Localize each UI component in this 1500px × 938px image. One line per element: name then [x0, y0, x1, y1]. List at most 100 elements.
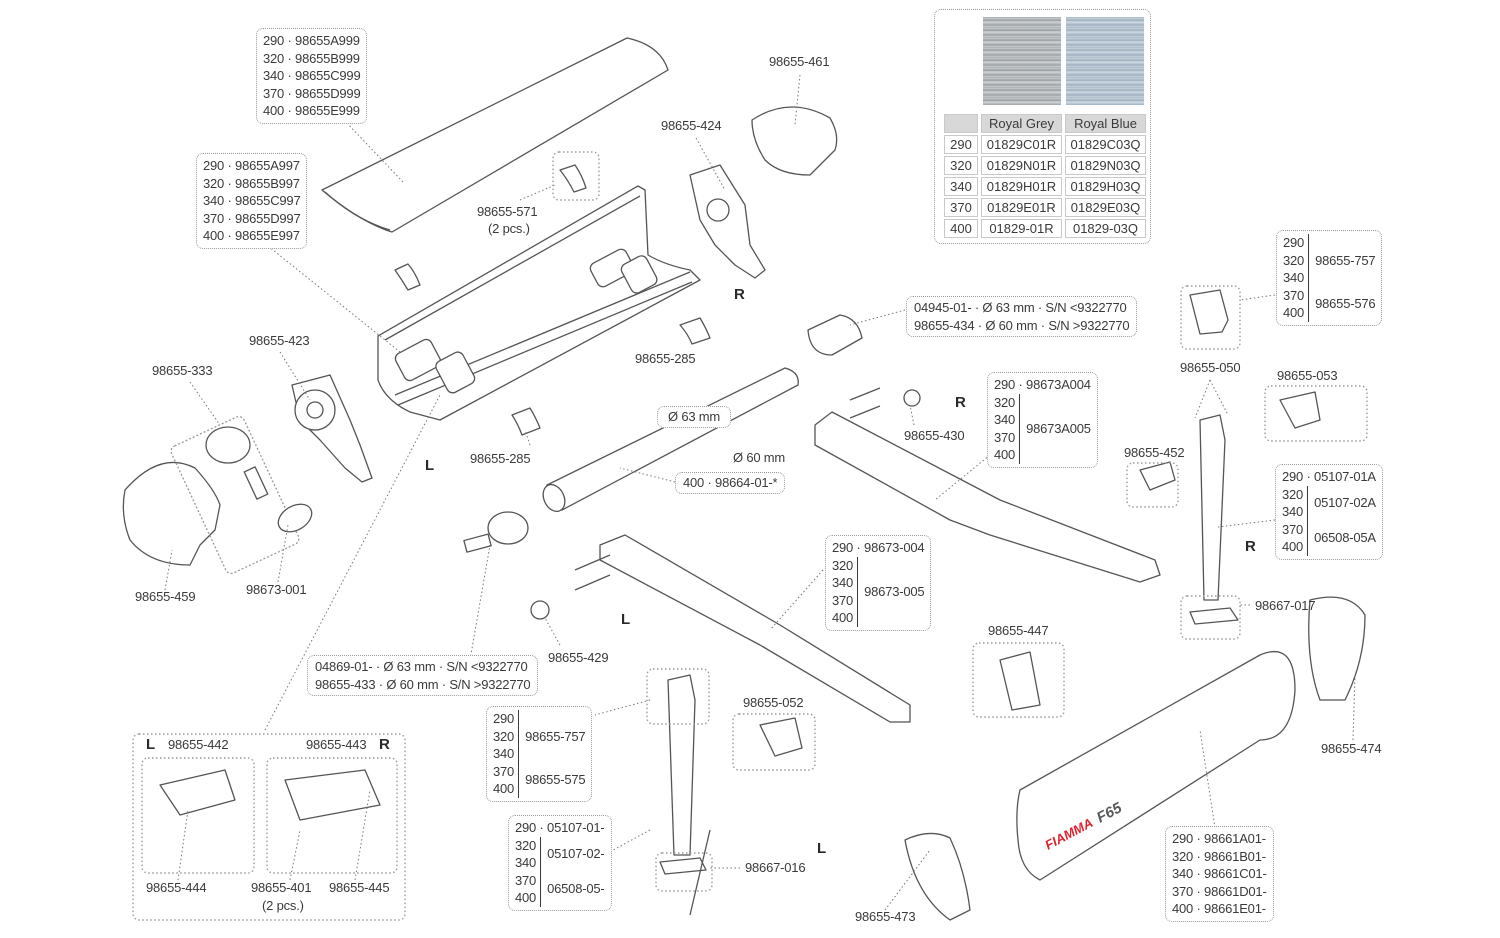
group-code: 98655-576: [1315, 296, 1376, 312]
left-cap-part: [122, 461, 221, 566]
royal-grey-code: 01829C01R: [981, 135, 1062, 154]
callout-line: 290 · 05107-01A: [1282, 469, 1376, 484]
part-label-98655-423: 98655-423: [249, 333, 310, 348]
size-group: 370 400 06508-05A: [1282, 520, 1376, 556]
callout-end-plug-left: 04869-01- · Ø 63 mm · S/N <9322770 98655…: [307, 655, 539, 696]
left-arm-part: [599, 534, 911, 723]
size: 400: [515, 890, 537, 905]
left-end-plug-part: [487, 511, 529, 545]
size: 340: [832, 575, 854, 590]
callout-line: 340 · 98655C997: [203, 193, 301, 208]
fabric-table: Royal Grey Royal Blue 290 01829C01R 0182…: [941, 112, 1149, 240]
hinge-kit-box: [132, 733, 406, 921]
foot-017-box: [1180, 595, 1241, 640]
part-label-98655-052: 98655-052: [743, 695, 804, 710]
part-label-98655-053: 98655-053: [1277, 368, 1338, 383]
right-cap-part: [751, 106, 838, 176]
clip-part: [394, 263, 421, 291]
part-label-98655-444: 98655-444: [146, 880, 207, 895]
size-group: 290 320 340 98655-757: [1283, 234, 1376, 287]
left-spring-part: [530, 600, 550, 620]
callout-line: 320 · 98655B999: [263, 50, 360, 66]
group-code: 98655-757: [525, 728, 586, 744]
callout-line: 340 · 98661C01-: [1172, 866, 1267, 881]
part-label-98655-461: 98655-461: [769, 54, 830, 69]
top-bracket-left-box: [646, 668, 710, 725]
left-leg-part: [667, 674, 696, 856]
size: 340: [1282, 504, 1304, 519]
size: 370: [1283, 287, 1305, 303]
size: 340: [994, 412, 1016, 427]
part-label-98655-571: 98655-571: [477, 204, 538, 219]
royal-blue-code: 01829C03Q: [1065, 135, 1146, 154]
size: 400: [832, 610, 854, 625]
part-label-98655-459: 98655-459: [135, 589, 196, 604]
callout-line: 400 · 98655E999: [263, 103, 360, 118]
size-group: 290 320 340 98655-757: [493, 710, 586, 763]
part-label-98655-050: 98655-050: [1180, 360, 1241, 375]
callout-line: 290 · 98661A01-: [1172, 831, 1266, 846]
royal-grey-code: 01829E01R: [981, 198, 1062, 217]
callout-roller-tube: 400 · 98664-01-*: [675, 472, 786, 494]
size: 370: [994, 429, 1016, 445]
table-row: 290 01829C01R 01829C03Q: [944, 135, 1146, 154]
callout-leg-right: 290 · 05107-01A 320 340 05107-02A 370 40…: [1275, 464, 1383, 560]
fabric-table-panel: Royal Grey Royal Blue 290 01829C01R 0182…: [934, 9, 1151, 244]
size-cell: 340: [944, 177, 978, 196]
part-label-98655-447: 98655-447: [988, 623, 1049, 638]
callout-leg-top-right: 290 320 340 98655-757 370 400 98655-576: [1276, 230, 1383, 326]
right-leg-part: [1199, 414, 1226, 601]
size-cell: 290: [944, 135, 978, 154]
royal-grey-code: 01829H01R: [981, 177, 1062, 196]
callout-end-plug-right: 04945-01- · Ø 63 mm · S/N <9322770 98655…: [906, 296, 1138, 337]
group-code: 98655-575: [525, 772, 586, 788]
callout-line: 04945-01- · Ø 63 mm · S/N <9322770: [914, 300, 1127, 315]
callout-arm-right: 290 · 98673A004 320 340 370 400 98673A00…: [987, 372, 1098, 468]
size-group: 320 340 370 400 98673-005: [832, 556, 925, 627]
left-bracket-part: [291, 374, 373, 483]
size-cell: 400: [944, 219, 978, 238]
size: 400: [493, 781, 515, 796]
bracket-452-box: [1126, 462, 1179, 508]
callout-line: 98655-433 · Ø 60 mm · S/N >9322770: [315, 676, 531, 692]
size: 290: [493, 711, 515, 726]
size: 370: [1282, 521, 1304, 537]
callout-arm-left: 290 · 98673-004 320 340 370 400 98673-00…: [825, 535, 932, 631]
royal-grey-swatch: [983, 17, 1061, 105]
royal-blue-code: 01829E03Q: [1065, 198, 1146, 217]
side-marker-right: R: [379, 736, 390, 753]
size: 370: [832, 592, 854, 608]
bracket-052-box: [732, 713, 816, 771]
callout-top-cover: 290 · 98655A999 320 · 98655B999 340 · 98…: [256, 28, 368, 124]
size-group: 320 340 05107-02A: [1282, 485, 1376, 521]
part-label-98655-452: 98655-452: [1124, 445, 1185, 460]
callout-line: 320 · 98661B01-: [1172, 848, 1266, 864]
size: 320: [832, 557, 854, 573]
side-marker-right: R: [734, 286, 745, 303]
part-label-98655-333: 98655-333: [152, 363, 213, 378]
header-royal-grey: Royal Grey: [981, 114, 1062, 133]
callout-line: 290 · 05107-01-: [515, 820, 605, 835]
front-profile-part: [1016, 650, 1296, 881]
callout-line: 98655-434 · Ø 60 mm · S/N >9322770: [914, 317, 1130, 333]
group-code: 06508-05A: [1314, 530, 1376, 546]
right-bracket-part: [689, 164, 766, 279]
callout-line: 340 · 98655C999: [263, 68, 361, 83]
group-code: 98673A005: [1026, 420, 1091, 436]
side-marker-right: R: [1245, 538, 1256, 555]
header-corner: [944, 114, 978, 133]
size: 340: [493, 746, 515, 761]
royal-blue-code: 01829-03Q: [1065, 219, 1146, 238]
table-row: 340 01829H01R 01829H03Q: [944, 177, 1146, 196]
part-label-98655-442: 98655-442: [168, 737, 229, 752]
clip-571-box: [552, 151, 600, 201]
royal-grey-code: 01829N01R: [981, 156, 1062, 175]
size-cell: 370: [944, 198, 978, 217]
part-label-98655-443: 98655-443: [306, 737, 367, 752]
part-label-98655-401: 98655-401: [251, 880, 312, 895]
part-label-98655-430: 98655-430: [904, 428, 965, 443]
callout-line: 04869-01- · Ø 63 mm · S/N <9322770: [315, 659, 528, 674]
side-marker-left: L: [621, 611, 631, 628]
royal-grey-code: 01829-01R: [981, 219, 1062, 238]
fabric-table-header: Royal Grey Royal Blue: [944, 114, 1146, 133]
